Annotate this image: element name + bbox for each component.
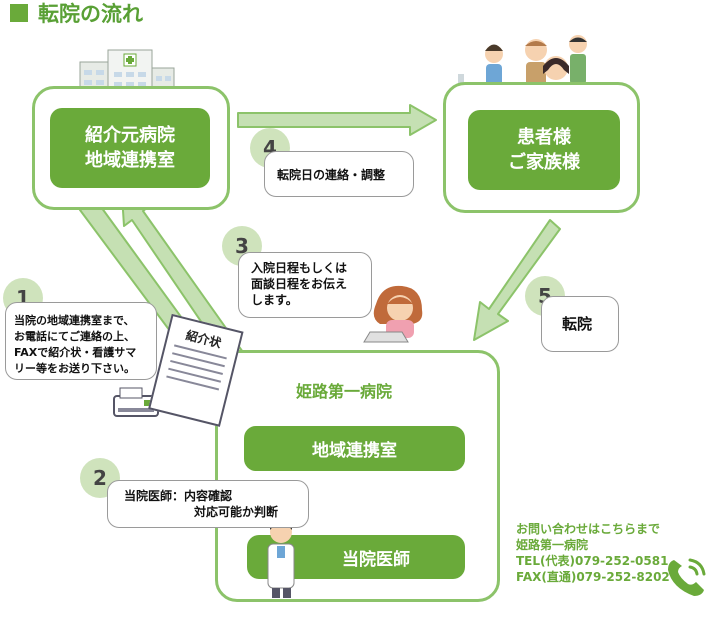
contact-fax: FAX(直通)079-252-8202 (516, 570, 670, 584)
patient-box: 患者様 ご家族様 (468, 110, 620, 190)
page-title: 転院の流れ (38, 2, 143, 26)
step3-line1: 入院日程もしくは (251, 261, 348, 275)
step1-line2: お電話にてご連絡の上、 (14, 330, 135, 343)
doctor-label: 当院医師 (342, 549, 410, 570)
step1-line4: リー等をお送り下さい。 (14, 362, 135, 375)
step1-line3: FAXで紹介状・看護サマ (14, 346, 137, 359)
arrow-step5 (473, 219, 561, 341)
step3-line3: します。 (251, 293, 298, 307)
contact-tel: TEL(代表)079-252-0581 (516, 554, 669, 568)
referral-line1: 紹介元病院 (85, 125, 175, 146)
step3-bubble: 入院日程もしくは 面談日程をお伝え します。 (238, 252, 372, 318)
patient-line2: ご家族様 (508, 152, 580, 173)
title-marker (10, 4, 28, 22)
arrow-step4 (237, 104, 437, 136)
hospital-name: 姫路第一病院 (296, 382, 393, 401)
contact-info: お問い合わせはこちらまで 姫路第一病院 TEL(代表)079-252-0581 … (516, 521, 670, 585)
step2-line1: 当院医師：内容確認 (124, 489, 233, 503)
patient-line1: 患者様 (517, 127, 571, 148)
referral-hospital-box: 紹介元病院 地域連携室 (50, 108, 210, 188)
phone-icon[interactable] (664, 554, 710, 600)
step5-bubble: 転院 (541, 296, 619, 352)
staff-phone-icon (362, 282, 438, 344)
step4-text: 転院日の連絡・調整 (277, 168, 386, 182)
step5-text: 転院 (562, 315, 593, 333)
step3-line2: 面談日程をお伝え (251, 277, 348, 291)
liaison-office-box: 地域連携室 (244, 426, 465, 471)
liaison-office-label: 地域連携室 (312, 441, 397, 461)
step1-line1: 当院の地域連携室まで、 (14, 314, 135, 327)
contact-heading: お問い合わせはこちらまで (516, 522, 661, 536)
step2-line2: 対応可能か判断 (194, 505, 279, 519)
step2-bubble: 当院医師：内容確認 対応可能か判断 (107, 480, 309, 528)
contact-name: 姫路第一病院 (516, 538, 589, 552)
step4-bubble: 転院日の連絡・調整 (264, 151, 414, 197)
doctor-icon (258, 518, 304, 600)
document-label: 紹介状 (184, 328, 223, 351)
step1-bubble: 当院の地域連携室まで、 お電話にてご連絡の上、 FAXで紹介状・看護サマ リー等… (5, 302, 157, 380)
referral-line2: 地域連携室 (85, 150, 175, 171)
